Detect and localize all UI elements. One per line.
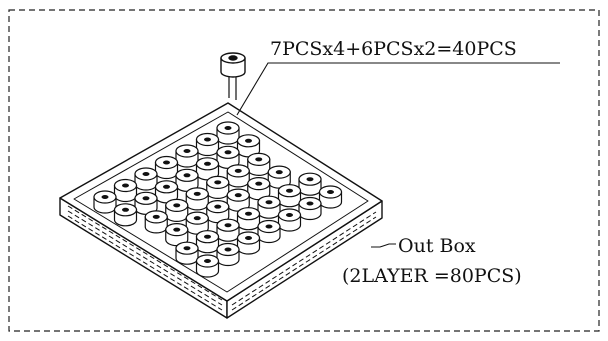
tray-part — [236, 207, 261, 231]
tray-part — [226, 164, 250, 188]
tray-part — [267, 165, 291, 189]
layer-label: (2LAYER =80PCS) — [342, 265, 522, 287]
tray-part — [165, 223, 189, 247]
box-left-dash-1 — [67, 205, 223, 301]
tray-part — [134, 191, 158, 215]
tray-part — [185, 211, 209, 235]
box-right-dash-1 — [231, 211, 377, 306]
tray-part — [257, 195, 281, 219]
tray-part — [318, 185, 343, 209]
tray-part — [236, 134, 261, 158]
tray-part — [277, 208, 302, 232]
tray-part — [277, 184, 302, 208]
parts-grid — [93, 121, 343, 278]
tray-part — [134, 167, 158, 191]
quantity-label: 7PCSx4+6PCSx2=40PCS — [270, 38, 517, 60]
tray-part — [216, 145, 240, 169]
tray-part — [154, 180, 179, 204]
tray-part — [216, 218, 240, 242]
tray-part — [154, 155, 179, 180]
tray-part — [113, 203, 138, 227]
box-leader — [371, 243, 396, 248]
tray-part — [175, 144, 199, 168]
tray-part — [175, 168, 199, 192]
tray-part — [93, 190, 117, 214]
tray-part — [298, 196, 322, 221]
tray-part — [226, 188, 250, 212]
tray-part — [195, 254, 220, 278]
box-label: Out Box — [398, 235, 476, 257]
tray-part — [247, 152, 271, 176]
box-left-dash-3 — [67, 215, 223, 311]
box-left-dash-2 — [67, 210, 223, 306]
tray-part — [236, 231, 261, 255]
tray-part — [144, 210, 168, 234]
tray-part — [113, 178, 138, 203]
tray-part — [195, 230, 220, 254]
tray-part — [175, 241, 199, 265]
quantity-leader — [236, 62, 560, 116]
tray-part — [216, 121, 240, 145]
leader-lines — [236, 62, 560, 248]
tray-part — [165, 198, 189, 222]
tray-part — [206, 175, 230, 199]
tray-part — [257, 219, 281, 244]
tray-part — [195, 132, 220, 157]
tray-part — [206, 200, 230, 224]
tray-part — [216, 242, 240, 267]
tray-part — [298, 172, 322, 196]
tray-part — [185, 187, 209, 211]
box-inner-rim — [73, 111, 369, 293]
dashed-frame — [8, 9, 600, 332]
tray-part — [195, 157, 220, 181]
box-right-dash-2 — [231, 216, 377, 311]
single-part-icon — [220, 52, 246, 100]
tray-part — [247, 177, 271, 201]
